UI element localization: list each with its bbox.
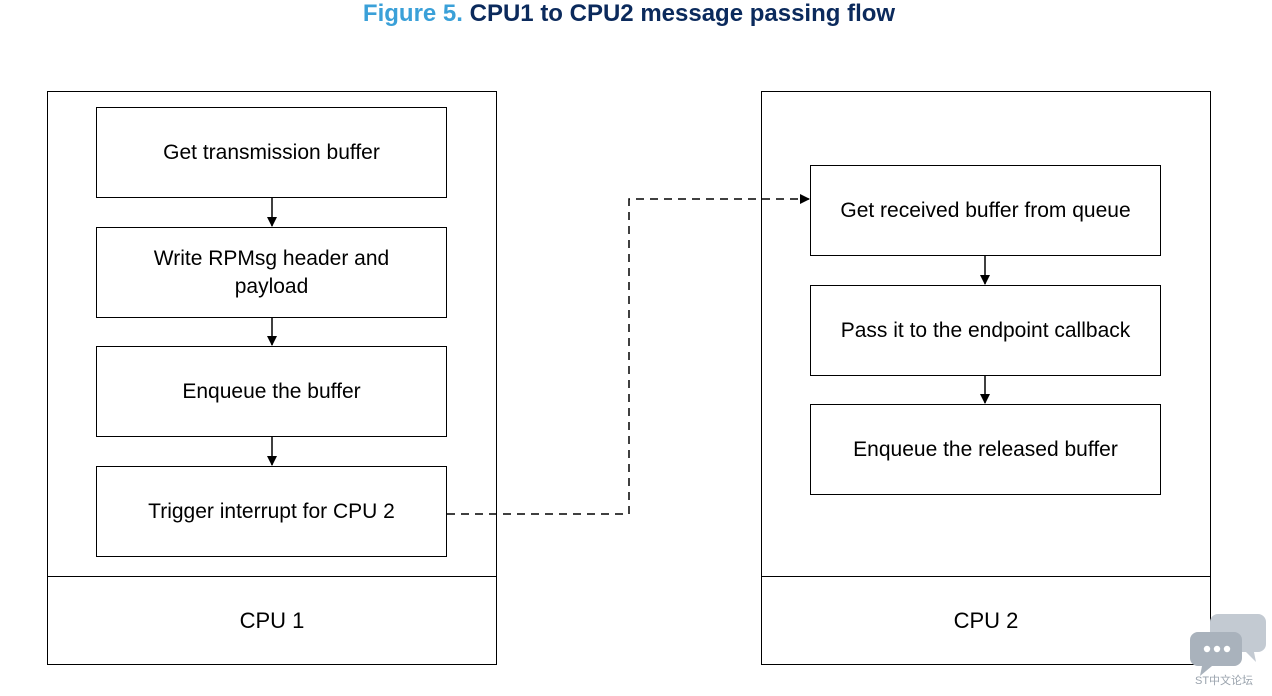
cpu1-step-get-transmission-buffer: Get transmission buffer: [96, 107, 447, 198]
cpu2-label-text: CPU 2: [953, 607, 1019, 633]
cpu1-step-trigger-interrupt: Trigger interrupt for CPU 2: [96, 466, 447, 557]
step-label: Pass it to the endpoint callback: [840, 318, 1131, 342]
cpu1-label-text: CPU 1: [239, 607, 305, 633]
cpu2-label: CPU 2: [762, 576, 1210, 664]
step-label: Get received buffer from queue: [840, 198, 1131, 222]
cpu1-step-write-header-payload: Write RPMsg header and payload: [96, 227, 447, 318]
cpu1-label: CPU 1: [48, 576, 496, 664]
interrupt-dashed-arrow: [447, 194, 810, 515]
figure-title: Figure 5. CPU1 to CPU2 message passing f…: [0, 0, 1258, 28]
cpu2-step-enqueue-released-buffer: Enqueue the released buffer: [810, 404, 1161, 495]
figure-caption: CPU1 to CPU2 message passing flow: [469, 0, 896, 27]
step-label: Enqueue the released buffer: [853, 437, 1118, 461]
cpu2-step-pass-to-callback: Pass it to the endpoint callback: [810, 285, 1161, 376]
cpu2-step-get-received-buffer: Get received buffer from queue: [810, 165, 1161, 256]
figure-number: Figure 5.: [362, 0, 463, 27]
step-label: Enqueue the buffer: [182, 379, 361, 403]
step-label: Write RPMsg header and payload: [153, 246, 390, 298]
step-label: Get transmission buffer: [163, 140, 380, 164]
chat-bubbles-logo: [1190, 614, 1266, 676]
watermark-text: ST中文论坛: [1195, 675, 1254, 687]
step-label: Trigger interrupt for CPU 2: [148, 499, 395, 523]
cpu1-step-enqueue-buffer: Enqueue the buffer: [96, 346, 447, 437]
